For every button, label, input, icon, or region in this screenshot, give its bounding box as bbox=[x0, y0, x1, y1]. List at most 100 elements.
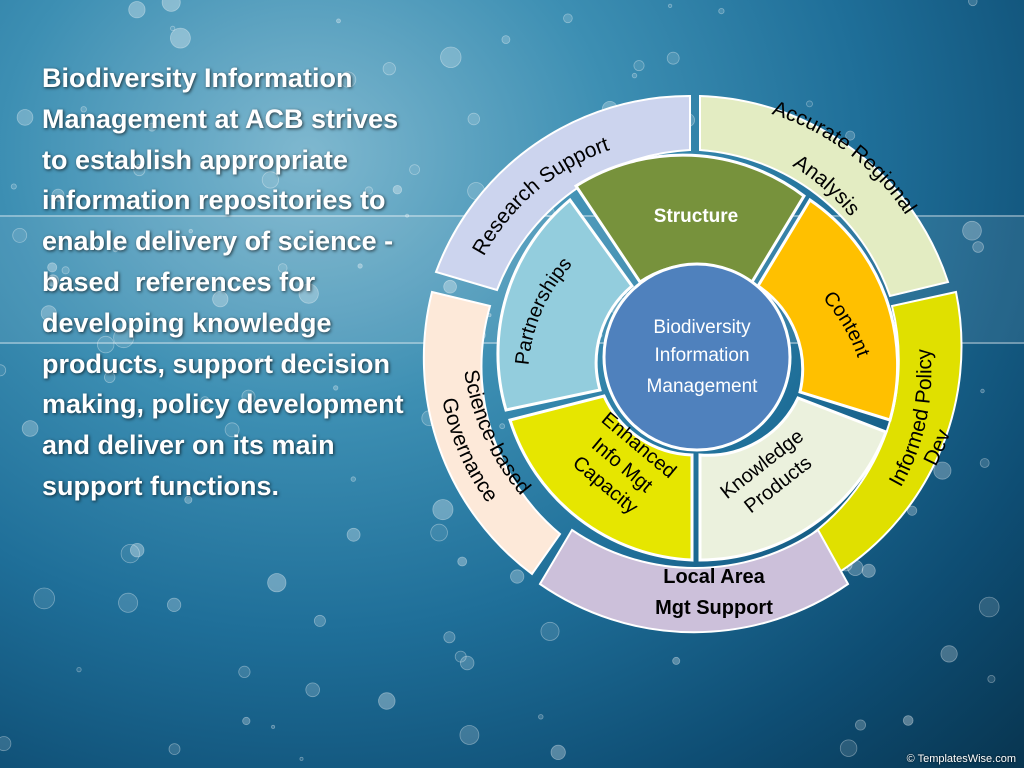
bubble bbox=[972, 241, 984, 253]
bubble bbox=[467, 112, 481, 126]
bubble bbox=[861, 563, 876, 578]
bubble bbox=[940, 645, 958, 663]
bubble bbox=[933, 461, 952, 480]
bubble bbox=[238, 665, 251, 679]
bubble bbox=[357, 263, 363, 269]
bubble bbox=[10, 183, 17, 190]
bubble bbox=[978, 596, 1000, 618]
bubble bbox=[980, 388, 985, 394]
bubble bbox=[902, 715, 914, 726]
bubble bbox=[336, 18, 341, 24]
segment-enhanced-info bbox=[508, 394, 694, 562]
bubble bbox=[457, 556, 468, 567]
bubble bbox=[261, 171, 279, 189]
bubble bbox=[563, 13, 573, 24]
bubble bbox=[113, 327, 135, 349]
bubble bbox=[16, 109, 34, 126]
bubble bbox=[118, 592, 139, 613]
bubble bbox=[0, 736, 12, 752]
bubble bbox=[454, 650, 467, 663]
bubble bbox=[432, 499, 454, 521]
segment-content bbox=[755, 197, 900, 422]
bubble bbox=[538, 714, 544, 720]
bubble bbox=[128, 1, 146, 19]
bubble bbox=[12, 227, 28, 243]
bubble bbox=[631, 72, 638, 79]
description-text: Biodiversity Information Management at A… bbox=[42, 63, 412, 501]
bubble bbox=[987, 675, 996, 684]
local-area-label-2: Mgt Support bbox=[655, 597, 773, 619]
bubble bbox=[906, 505, 918, 516]
bubble bbox=[212, 290, 229, 308]
bubble bbox=[460, 655, 475, 671]
bubble bbox=[80, 106, 87, 113]
bubble bbox=[968, 0, 978, 7]
bubble bbox=[69, 119, 75, 126]
bubble bbox=[510, 569, 525, 584]
bubble bbox=[46, 274, 60, 287]
bubble bbox=[167, 597, 182, 613]
bubble bbox=[350, 476, 356, 482]
bubble bbox=[839, 739, 858, 757]
bubble bbox=[271, 724, 276, 729]
bubble bbox=[241, 389, 256, 404]
bubble bbox=[339, 71, 357, 88]
segment-research-support bbox=[434, 94, 691, 292]
bubble bbox=[501, 35, 511, 44]
bubble bbox=[147, 122, 157, 132]
bubble bbox=[51, 188, 65, 202]
bubble bbox=[47, 262, 58, 273]
bubble bbox=[305, 682, 321, 698]
bubble bbox=[224, 422, 240, 438]
bubble bbox=[382, 62, 396, 76]
bubble bbox=[112, 246, 119, 253]
bubble bbox=[299, 756, 304, 761]
bubble bbox=[103, 371, 116, 384]
bubble bbox=[718, 8, 725, 15]
bubble bbox=[161, 0, 181, 12]
bubble bbox=[277, 263, 288, 273]
bubble bbox=[76, 666, 82, 673]
bubble bbox=[313, 614, 326, 627]
bubble bbox=[855, 719, 867, 731]
segment-accurate-regional bbox=[699, 94, 950, 298]
bubble bbox=[40, 305, 57, 322]
bubble bbox=[96, 335, 115, 354]
bubble bbox=[540, 621, 560, 641]
bubble bbox=[499, 423, 506, 430]
bubble bbox=[459, 725, 480, 745]
bubble bbox=[133, 164, 146, 177]
bubble bbox=[0, 364, 7, 377]
bubble bbox=[267, 573, 287, 593]
bubble bbox=[962, 220, 982, 241]
bubble bbox=[169, 27, 191, 49]
center-label-2: Information bbox=[654, 345, 749, 366]
bubble bbox=[279, 441, 287, 448]
structure-label: Structure bbox=[654, 206, 738, 227]
bubble bbox=[33, 587, 56, 610]
bubble bbox=[845, 130, 856, 141]
bubble bbox=[443, 631, 456, 644]
bubble bbox=[443, 279, 457, 294]
bubble bbox=[633, 60, 645, 72]
bubble bbox=[667, 3, 673, 8]
bubble bbox=[440, 46, 462, 69]
bubble bbox=[120, 543, 140, 564]
bubble bbox=[168, 743, 181, 755]
bubble bbox=[806, 100, 813, 108]
bubble bbox=[550, 744, 566, 761]
segment-local-area bbox=[538, 528, 850, 634]
bubble bbox=[200, 396, 210, 406]
bubble bbox=[430, 523, 448, 542]
bubble bbox=[129, 543, 145, 558]
center-label-1: Biodiversity bbox=[653, 317, 751, 338]
bubble bbox=[666, 51, 680, 65]
bubble bbox=[346, 527, 361, 542]
segment-science-based bbox=[422, 290, 562, 576]
bubble bbox=[298, 283, 319, 304]
center-label-3: Management bbox=[647, 376, 759, 397]
bubble bbox=[242, 716, 251, 726]
credit-text: © TemplatesWise.com bbox=[906, 753, 1016, 765]
bubble bbox=[979, 458, 990, 468]
